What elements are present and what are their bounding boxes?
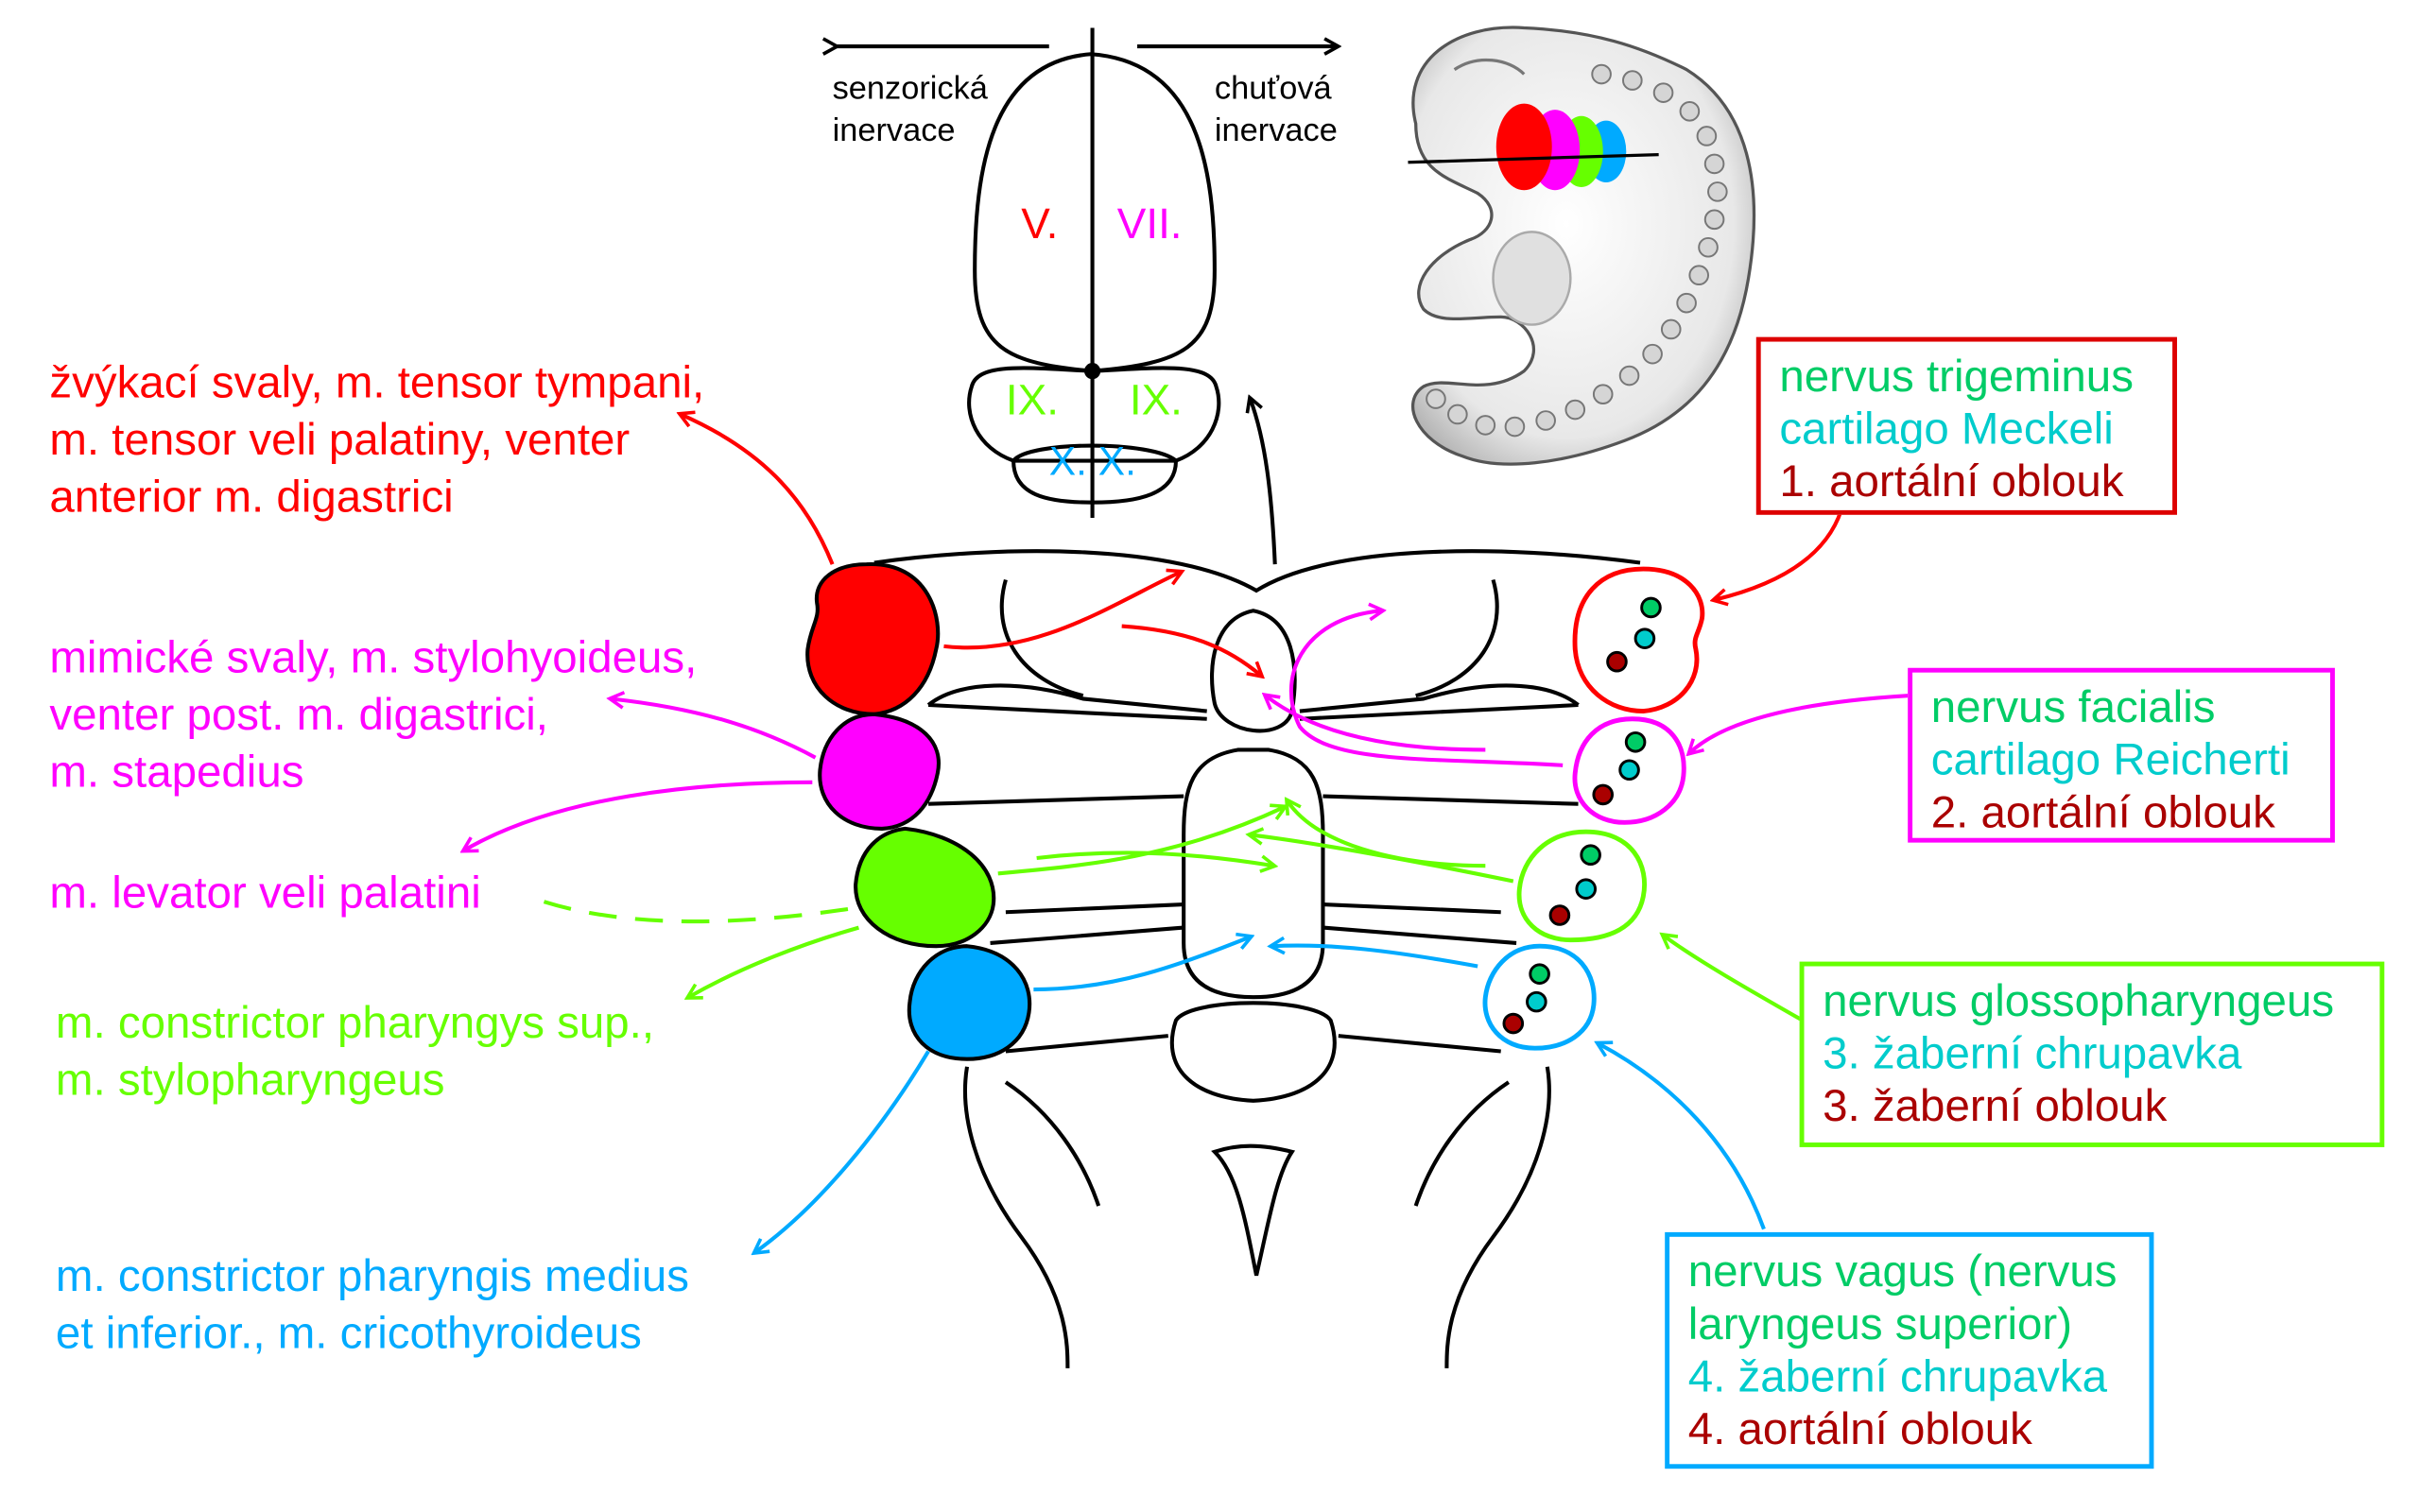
arch-4-left [907, 944, 1032, 1061]
tongue-middle [967, 366, 1221, 463]
arch4-nerve: nervus vagus (nervus laryngeus superior) [1687, 1247, 2118, 1350]
arrow-box4 [1599, 1043, 1766, 1230]
arch2-muscles-label: mimické svaly, m. stylohyoideus, venter … [49, 633, 698, 799]
arrow-arch3-medial-right-a [1251, 834, 1514, 884]
left-arches [805, 562, 1032, 1061]
tongue-label-v: V. [1021, 199, 1059, 248]
right-arches [1482, 566, 1705, 1051]
arrow-arch3-medial-left-a [997, 807, 1285, 876]
arrow-arch3-medial-left-b [1036, 850, 1273, 866]
arch2-artery: 2. aortální oblouk [1930, 788, 2275, 838]
arch3-info-box: nervus glossopharyngeus 3. žaberní chrup… [1799, 961, 2385, 1147]
arch3-nerve: nervus glossopharyngeus [1823, 976, 2335, 1027]
arch4-cartilage: 4. žaberní chrupavka [1687, 1352, 2108, 1402]
arrow-arch3-muscles [688, 925, 859, 998]
arch2-nerve: nervus facialis [1930, 683, 2216, 733]
tongue-label-ix-right: IX. [1129, 375, 1183, 424]
taste-innervation-label: chuťová inervace [1214, 71, 1338, 149]
tongue [836, 27, 1337, 519]
arch1-info-box: nervus trigeminus cartilago Meckeli 1. a… [1755, 336, 2177, 515]
arch3-artery: 3. žaberní oblouk [1823, 1082, 2168, 1132]
arrow-arch1-medial-upper [943, 572, 1180, 650]
arch-1-right [1572, 566, 1705, 714]
arch3-cartilage: 3. žaberní chrupavka [1823, 1029, 2242, 1079]
arrow-arch4-medial-right [1271, 946, 1478, 969]
arrow-arch4-muscles [755, 1050, 930, 1252]
arch2-info-box: nervus facialis cartilago Reicherti 2. a… [1908, 667, 2335, 843]
arrow-arch2-muscles [612, 698, 817, 760]
pharynx-floor-outline [873, 549, 1641, 1368]
arch1-cartilage: cartilago Meckeli [1779, 404, 2114, 455]
arrow-arch3-levator-dashed [528, 894, 849, 924]
levator-label: m. levator veli palatini [49, 868, 481, 919]
arrow-arch1-medial-lower [1121, 624, 1261, 676]
tongue-label-vii: VII. [1116, 199, 1183, 248]
arch-2-right [1572, 716, 1686, 825]
sensory-innervation-label: senzorická inervace [832, 71, 988, 149]
arch-4-right [1482, 943, 1597, 1051]
arch4-muscles-label: m. constrictor pharyngis medius et infer… [55, 1252, 689, 1360]
arrow-arch1-muscles [681, 414, 835, 565]
arch-3-left [854, 826, 996, 949]
arch1-nerve: nervus trigeminus [1779, 352, 2134, 403]
arch-3-right [1516, 829, 1647, 943]
arch4-artery: 4. aortální oblouk [1687, 1405, 2032, 1455]
arch-1-left [805, 562, 941, 716]
arrow-arch4-medial-left [1033, 936, 1250, 992]
embryo-illustration [1408, 26, 1756, 466]
tongue-label-x: X. X. [1048, 437, 1136, 485]
arch-2-left [818, 712, 941, 831]
arrow-box2 [1689, 694, 1909, 753]
arch2-cartilage: cartilago Reicherti [1930, 735, 2290, 786]
arrow-arch2-medial-upper [1288, 610, 1564, 767]
arrow-arch2-medial-lower [1266, 696, 1486, 752]
arrow-box3 [1664, 936, 1804, 1022]
arrow-to-tongue [1251, 399, 1277, 565]
tongue-posterior [1011, 443, 1179, 505]
arrow-box1 [1715, 509, 1843, 600]
arch1-muscles-label: žvýkací svaly, m. tensor tympani, m. ten… [49, 358, 705, 523]
arrow-arch3-medial-right-b [1288, 800, 1486, 868]
tongue-label-ix-left: IX. [1005, 375, 1059, 424]
arch3-muscles-label: m. constrictor pharyngys sup., m. stylop… [55, 998, 655, 1106]
arch1-artery: 1. aortální oblouk [1779, 457, 2124, 507]
arch4-info-box: nervus vagus (nervus laryngeus superior)… [1665, 1231, 2154, 1469]
arrow-arch2-levator [464, 780, 813, 850]
